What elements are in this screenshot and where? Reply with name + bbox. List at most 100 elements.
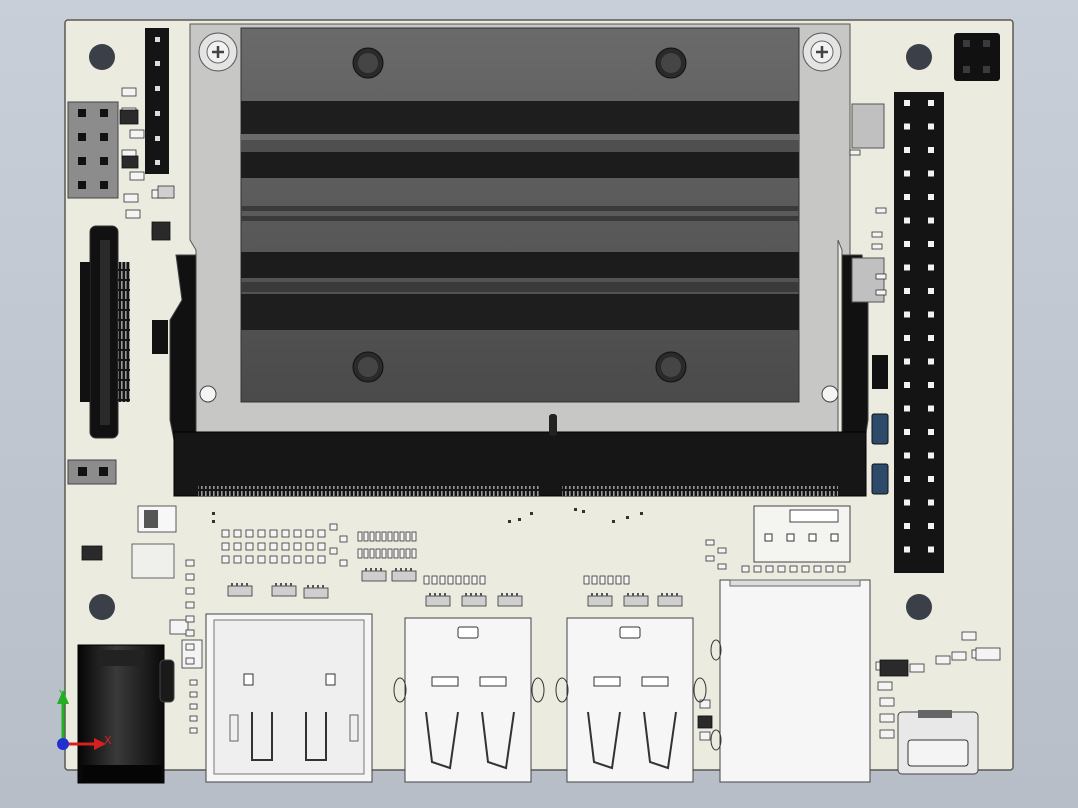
smd-resistor: [189, 715, 198, 722]
heatsink-mount-holes: [352, 47, 687, 383]
gpio-pin: [904, 311, 910, 318]
smd-resistor: [405, 531, 411, 542]
smd-resistor: [185, 657, 195, 665]
smd-resistor: [375, 531, 381, 542]
smd-resistor: [393, 548, 399, 559]
smd-resistor: [825, 565, 834, 573]
gpio-pin: [928, 194, 934, 200]
smd-resistor: [717, 547, 727, 554]
smd-via: [626, 516, 629, 519]
smd-part: [961, 631, 977, 641]
smd-resistor: [399, 531, 405, 542]
debug-header-1x6: [145, 28, 169, 174]
smd-resistor: [363, 531, 369, 542]
mounting-hole-tl: [89, 44, 115, 70]
gpio-pin: [904, 546, 910, 553]
smd-ic: [657, 595, 683, 607]
smd-ic-lead: [241, 583, 243, 586]
gpio-pin: [928, 546, 934, 553]
smd-part: [975, 647, 1001, 661]
smd-via: [612, 520, 615, 523]
gpio-pin: [928, 241, 934, 247]
smd-via: [212, 512, 215, 515]
smd-resistor: [269, 529, 278, 538]
smd-via: [518, 518, 521, 521]
smd-resistor: [591, 575, 598, 585]
smd-resistor: [269, 542, 278, 551]
smd-resistor: [615, 575, 622, 585]
gpio-pin: [904, 523, 910, 529]
sodimm-connector: [173, 431, 867, 497]
smd-ic-lead: [290, 583, 292, 586]
axis-label-x: X: [104, 734, 112, 747]
smd-resistor: [221, 542, 230, 551]
gpio-pin: [928, 311, 934, 318]
smd-resistor: [387, 548, 393, 559]
gpio-pin: [928, 147, 934, 153]
left-pin-header-2x4: [67, 101, 119, 199]
smd-resistor: [705, 555, 715, 562]
smd-part: [157, 185, 175, 199]
smd-resistor: [269, 555, 278, 564]
usb-port-2: [393, 617, 545, 783]
smd-resistor: [305, 555, 314, 564]
smd-ic: [271, 585, 297, 597]
gpio-pin: [904, 194, 910, 200]
smd-resistor: [339, 535, 348, 543]
smd-ic-lead: [246, 583, 248, 586]
smd-ic-lead: [236, 583, 238, 586]
gpio-pin: [928, 476, 934, 482]
gpio-pin: [928, 382, 934, 388]
gpio-pin: [928, 100, 934, 106]
smd-ic-lead: [307, 585, 309, 588]
gpio-pin: [904, 123, 910, 130]
smd-components: [81, 87, 1001, 741]
smd-resistor: [431, 575, 438, 585]
smd-resistor: [599, 575, 606, 585]
smd-ic-lead: [516, 593, 518, 596]
smd-resistor: [305, 542, 314, 551]
smd-ic: [303, 587, 329, 599]
gpio-pin: [904, 452, 910, 459]
smd-resistor: [257, 555, 266, 564]
gpio-pin: [928, 499, 934, 506]
smd-ic: [497, 595, 523, 607]
smd-resistor: [789, 565, 798, 573]
module-screw-right: [802, 32, 842, 72]
crystal: [131, 543, 175, 579]
smd-resistor: [245, 529, 254, 538]
smd-resistor: [623, 575, 630, 585]
gpio-pin: [904, 358, 910, 365]
smd-resistor: [777, 565, 786, 573]
smd-ic-lead: [475, 593, 477, 596]
smd-resistor: [439, 575, 446, 585]
gpio-pin: [904, 429, 910, 435]
smd-resistor: [189, 703, 198, 710]
axis-triad: X Y: [57, 688, 112, 750]
smd-resistor: [245, 542, 254, 551]
smd-resistor: [185, 587, 195, 595]
smd-part: [879, 713, 895, 723]
gpio-pin: [928, 358, 934, 365]
smd-resistor: [375, 548, 381, 559]
gpio-pin: [928, 288, 934, 294]
smd-resistor: [765, 565, 774, 573]
gpio-pin: [904, 335, 910, 341]
smd-resistor: [233, 529, 242, 538]
top-right-header: [954, 33, 1000, 81]
smd-part: [879, 729, 895, 739]
smd-resistor: [871, 243, 883, 250]
gpio-pin: [904, 382, 910, 388]
camera-connector: [80, 225, 130, 439]
smd-resistor: [257, 529, 266, 538]
smd-ic-lead: [285, 583, 287, 586]
smd-ic-lead: [434, 593, 436, 596]
smd-part: [877, 681, 893, 691]
smd-ic-lead: [606, 593, 608, 596]
smd-resistor: [699, 731, 711, 741]
smd-ic-lead: [231, 583, 233, 586]
micro-usb-port: [897, 710, 979, 775]
smd-part: [879, 697, 895, 707]
smd-ic-lead: [275, 583, 277, 586]
smd-resistor: [317, 555, 326, 564]
